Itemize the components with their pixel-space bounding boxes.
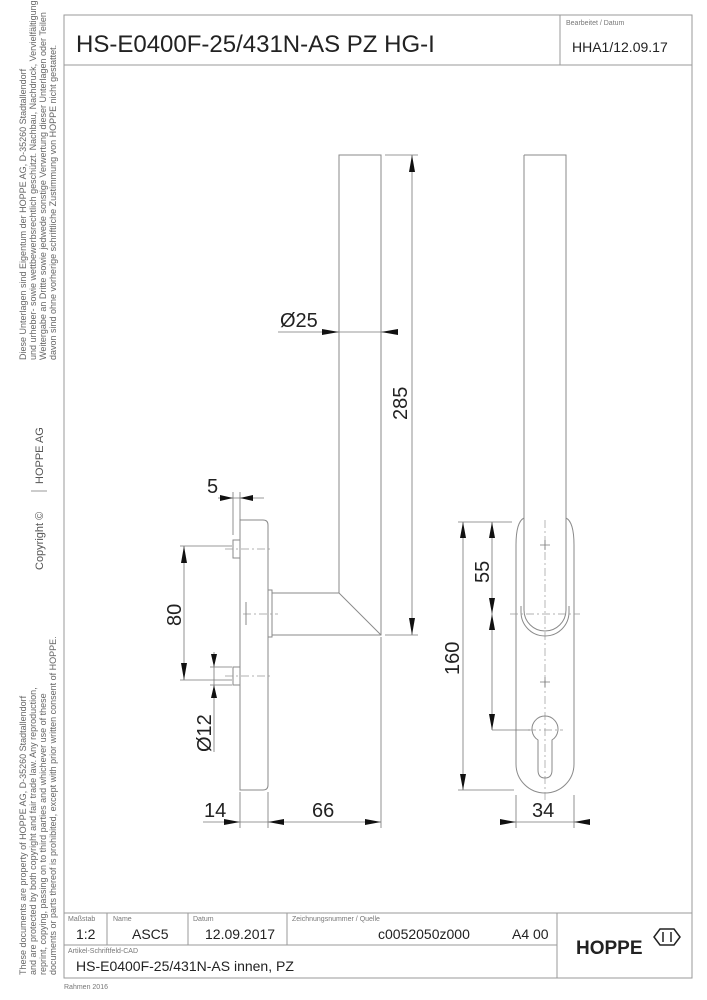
frame-note: Rahmen 2016 [64, 984, 108, 991]
dimensions: 285 Ø25 5 80 Ø12 14 66 160 55 [164, 154, 590, 828]
svg-text:Weitergabe an Dritte sowie jed: Weitergabe an Dritte sowie jedwede sonst… [38, 12, 48, 360]
dim-screw-diameter: Ø12 [194, 714, 216, 752]
handle-end [523, 520, 567, 632]
svg-text:documents or parts thereof is: documents or parts thereof is prohibited… [48, 636, 58, 975]
english-copyright-notice: These documents are property of HOPPE AG… [18, 636, 58, 975]
front-view [510, 154, 580, 800]
svg-text:Diese Unterlagen sind Eigentum: Diese Unterlagen sind Eigentum der HOPPE… [18, 68, 28, 360]
company-label: HOPPE AG [34, 427, 46, 484]
hoppe-logo-icon [653, 928, 681, 946]
svg-text:und urheber- sowie wettbewerbs: und urheber- sowie wettbewerbsrechtlich … [28, 0, 38, 360]
rose-step [267, 589, 273, 638]
format-value: A4 00 [512, 926, 549, 942]
german-copyright-notice: Diese Unterlagen sind Eigentum der HOPPE… [18, 0, 58, 360]
handle-front-right [524, 154, 567, 520]
date-value: 12.09.2017 [205, 926, 275, 942]
date-label: Datum [193, 916, 214, 923]
dim-screw-spacing: 80 [164, 604, 186, 626]
keyhole-cylinder-cutout [531, 715, 559, 779]
screw-markers [540, 540, 550, 687]
handle-bevel [338, 592, 382, 636]
side-view [225, 154, 382, 791]
article-label: Artikel-Schriftfeld-CAD [68, 948, 138, 955]
scale-value: 1:2 [76, 926, 96, 942]
handle-side [272, 154, 382, 636]
dim-plate-width: 34 [532, 800, 554, 822]
backplate-side [239, 519, 269, 791]
dim-handle-to-keyhole: 55 [472, 561, 494, 583]
article-value: HS-E0400F-25/431N-AS innen, PZ [76, 958, 294, 974]
dim-rose-offset: 5 [207, 476, 218, 498]
dim-projection: 66 [312, 800, 334, 822]
dim-handle-diameter: Ø25 [280, 310, 318, 332]
title-block: Maßstab 1:2 Name ASC5 Datum 12.09.2017 Z… [64, 912, 692, 991]
hoppe-logo: HOPPE [576, 928, 681, 959]
dim-plate-height: 160 [442, 642, 464, 675]
svg-text:reprint, copying, passing on t: reprint, copying, passing on to third pa… [38, 693, 48, 975]
svg-text:These documents are property o: These documents are property of HOPPE AG… [18, 695, 28, 975]
copyright-label: Copyright © [34, 512, 46, 570]
drawing-number-value: c0052050z000 [378, 926, 470, 942]
name-value: ASC5 [132, 926, 169, 942]
name-label: Name [113, 916, 132, 923]
edited-value: HHA1/12.09.17 [572, 39, 668, 55]
dim-plate-thickness: 14 [204, 800, 226, 822]
edited-label: Bearbeitet / Datum [566, 20, 625, 27]
scale-label: Maßstab [68, 916, 95, 923]
dim-handle-length: 285 [390, 387, 412, 420]
drawing-frame [63, 14, 693, 979]
svg-text:davon sind ohne vorherige schr: davon sind ohne vorherige schriftliche Z… [48, 45, 58, 360]
drawing-number-label: Zeichnungsnummer / Quelle [292, 916, 380, 923]
plate-top [515, 517, 575, 546]
svg-text:and are protected by both copy: and are protected by both copyright and … [28, 687, 38, 975]
drawing-title: HS-E0400F-25/431N-AS PZ HG-I [76, 31, 435, 58]
svg-text:HOPPE: HOPPE [576, 938, 643, 959]
